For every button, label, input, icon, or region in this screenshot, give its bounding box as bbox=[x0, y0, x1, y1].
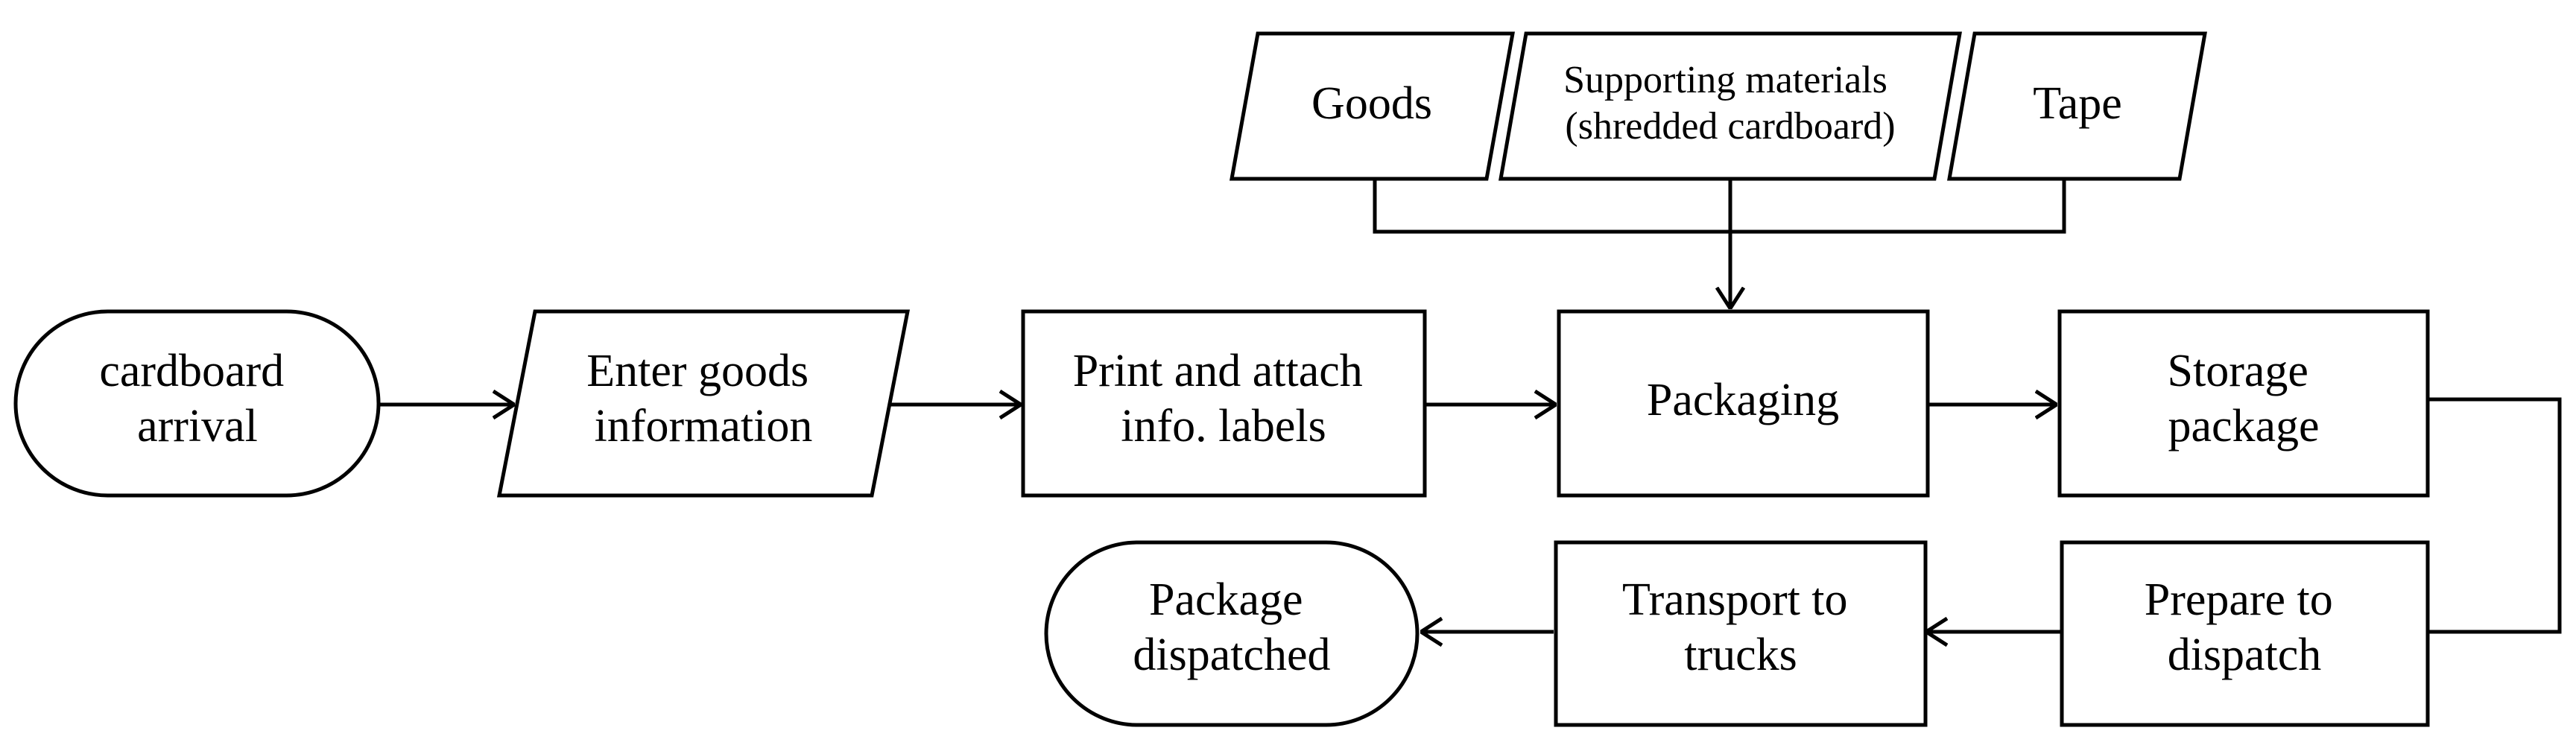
arrow-storage-to-prepare bbox=[2428, 397, 2562, 634]
node-transport-to-trucks-label: Transport to trucks bbox=[1622, 574, 1859, 680]
node-cardboard-arrival-label: cardboard arrival bbox=[99, 346, 295, 452]
node-print-attach-labels-label: Print and attach info. labels bbox=[1073, 346, 1375, 452]
node-storage-package: Storage package bbox=[2057, 309, 2430, 498]
node-transport-to-trucks: Transport to trucks bbox=[1554, 540, 1928, 727]
inputs-merge-line bbox=[1373, 179, 2066, 234]
input-goods: Goods bbox=[1230, 31, 1515, 181]
input-goods-label: Goods bbox=[1311, 78, 1432, 129]
node-packaging-label: Packaging bbox=[1647, 375, 1839, 425]
input-supporting-materials: Supporting materials (shredded cardboard… bbox=[1499, 31, 1962, 181]
node-enter-goods-information-label: Enter goods information bbox=[586, 346, 820, 452]
node-packaging: Packaging bbox=[1557, 309, 1930, 498]
node-storage-package-label: Storage package bbox=[2168, 346, 2320, 452]
input-supporting-materials-label: Supporting materials (shredded cardboard… bbox=[1563, 59, 1897, 148]
input-tape: Tape bbox=[1947, 31, 2207, 181]
input-tape-label: Tape bbox=[2033, 78, 2122, 129]
node-package-dispatched-label: Package dispatched bbox=[1133, 574, 1330, 680]
node-prepare-to-dispatch: Prepare to dispatch bbox=[2060, 540, 2430, 727]
node-print-attach-labels: Print and attach info. labels bbox=[1021, 309, 1427, 498]
node-cardboard-arrival: cardboard arrival bbox=[13, 309, 381, 498]
node-package-dispatched: Package dispatched bbox=[1044, 540, 1420, 727]
node-prepare-to-dispatch-label: Prepare to dispatch bbox=[2145, 574, 2345, 680]
node-enter-goods-information: Enter goods information bbox=[496, 309, 911, 498]
